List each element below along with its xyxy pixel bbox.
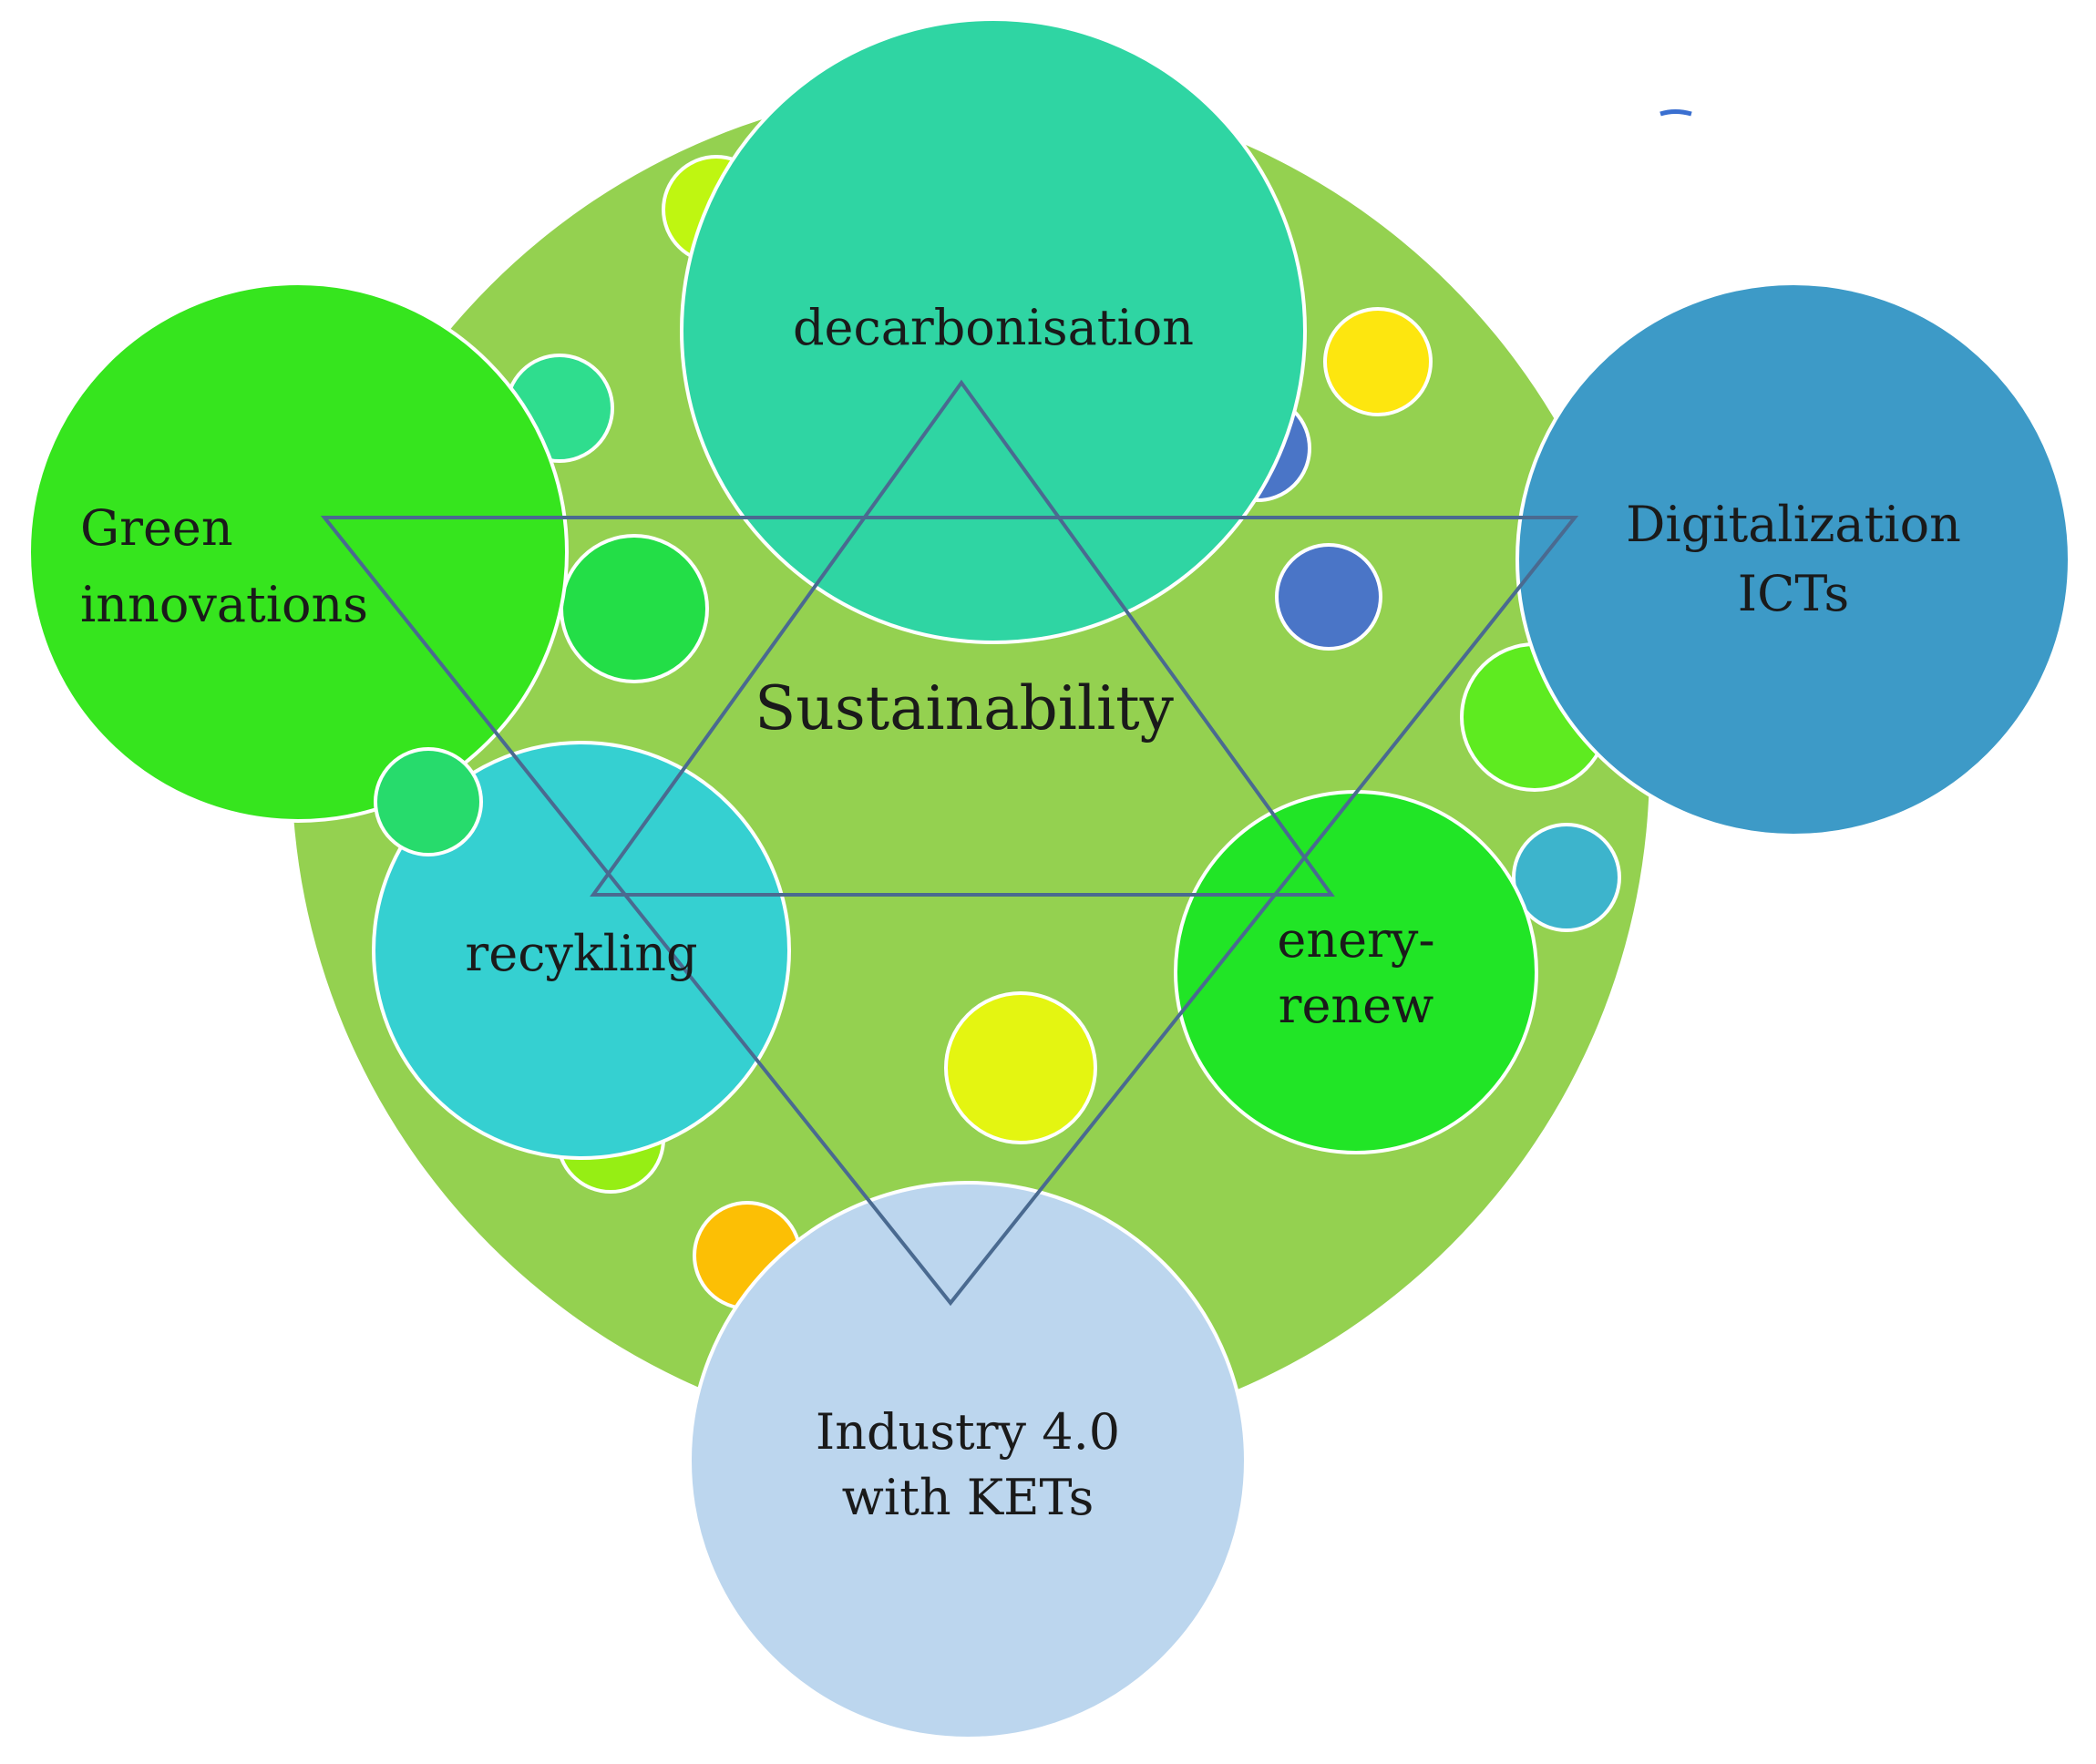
energy-renew-circle xyxy=(1174,790,1538,1154)
dot xyxy=(1275,543,1382,651)
energy-renew-label-line1: enery- xyxy=(1277,911,1434,969)
industry-label-line1: Industry 4.0 xyxy=(816,1403,1120,1461)
green-innovations-label-line2: innovations xyxy=(80,576,368,633)
decarbonisation-label: decarbonisation xyxy=(793,299,1194,356)
dot xyxy=(560,534,709,683)
dot xyxy=(374,747,483,856)
energy-renew-label-line2: renew xyxy=(1279,977,1434,1034)
green-innovations-circle xyxy=(27,282,569,823)
dot xyxy=(1323,307,1433,416)
digitalization-label-line1: Digitalization xyxy=(1626,496,1961,553)
recykling-circle xyxy=(372,741,791,1160)
digitalization-label-line2: ICTs xyxy=(1738,565,1849,622)
stray-mark xyxy=(1659,109,1692,117)
downward-triangle xyxy=(320,516,1579,1307)
hexagram xyxy=(320,379,1579,1307)
dot xyxy=(1512,823,1621,932)
industry-label-line2: with KETs xyxy=(842,1469,1094,1526)
decarbonisation-circle xyxy=(680,17,1307,644)
green-innovations-label-line1: Green xyxy=(80,499,233,557)
digitalization-circle xyxy=(1515,282,2071,837)
recykling-label: recykling xyxy=(465,925,697,982)
center-label: Sustainability xyxy=(755,673,1175,744)
dot xyxy=(944,991,1097,1144)
upward-triangle xyxy=(590,379,1335,897)
industry-circle xyxy=(688,1181,1248,1740)
